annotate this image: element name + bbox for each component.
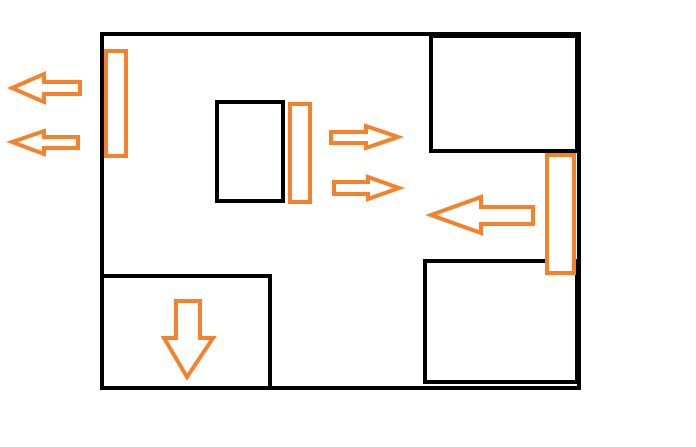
arrow-right-top <box>329 123 405 151</box>
top-right-box <box>429 34 579 153</box>
arrow-right-bottom <box>332 174 405 202</box>
arrow-down <box>160 299 217 381</box>
right-bar <box>545 153 576 275</box>
arrow-left-large <box>425 194 535 236</box>
arrow-left-bottom <box>6 128 80 157</box>
bottom-left-box <box>100 274 272 390</box>
bottom-right-box <box>423 259 579 384</box>
center-bar <box>288 102 312 204</box>
center-box <box>215 100 285 203</box>
arrow-left-top <box>7 70 82 106</box>
outer-boundary <box>100 32 581 390</box>
left-wall-bar <box>104 49 128 158</box>
